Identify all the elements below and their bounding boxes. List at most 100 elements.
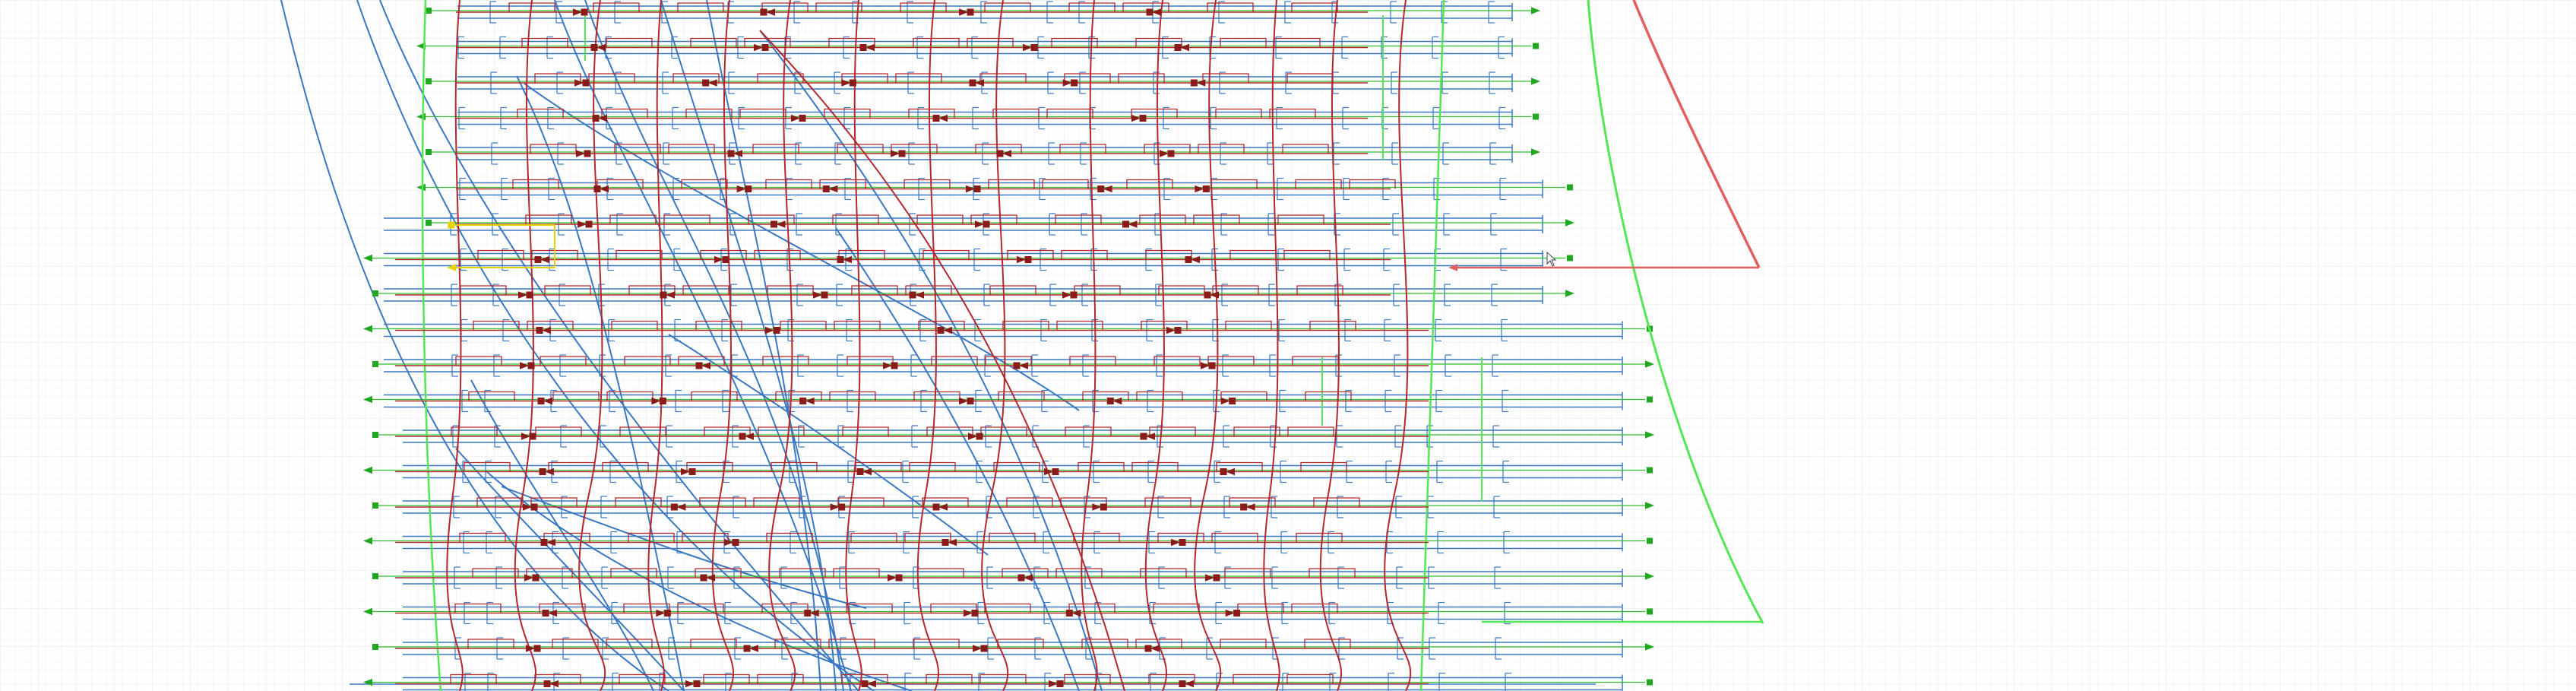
red-bracket (1296, 532, 1343, 543)
green-arrow-left (363, 678, 372, 686)
red-bracket (850, 532, 897, 543)
red-node-square (745, 185, 752, 192)
red-bracket (544, 285, 591, 295)
red-bracket (765, 179, 812, 189)
red-bracket (1002, 320, 1049, 331)
red-bracket (1309, 568, 1356, 578)
red-arrow-right (521, 433, 530, 440)
red-bracket (615, 497, 662, 507)
red-bracket (535, 426, 582, 436)
red-bracket (998, 391, 1045, 401)
red-bracket (918, 320, 965, 331)
red-node-square (838, 503, 846, 511)
red-arrow-left (1226, 468, 1235, 476)
red-node-square (1220, 468, 1227, 475)
red-bracket (682, 532, 729, 543)
red-bracket (926, 674, 973, 684)
red-node-square (1208, 362, 1216, 369)
red-bracket (454, 603, 502, 613)
red-node-square (1024, 256, 1032, 263)
green-arrow-left (363, 395, 372, 404)
red-arrow-right (524, 574, 533, 582)
red-bracket (1136, 391, 1183, 401)
red-node-square (670, 503, 678, 511)
red-bracket (1220, 391, 1267, 401)
red-bracket (1154, 356, 1201, 366)
red-node-square (693, 680, 701, 687)
red-node-square (526, 291, 533, 299)
red-bracket (985, 356, 1032, 366)
red-bracket (1349, 179, 1396, 189)
red-arrow-right (1220, 397, 1230, 405)
red-arrow-right (841, 79, 851, 87)
red-arrow-left (540, 255, 549, 264)
red-bracket (1277, 214, 1324, 224)
red-node-square (590, 44, 598, 51)
red-bracket (464, 461, 511, 472)
green-terminal-square (372, 573, 378, 579)
red-bracket (624, 356, 671, 366)
red-node-square (771, 220, 777, 228)
red-node-square (663, 610, 671, 617)
red-bracket (1055, 568, 1103, 578)
red-arrow-right (576, 150, 585, 157)
green-terminal-square (1647, 537, 1653, 544)
red-bracket (1140, 568, 1187, 578)
red-bracket (926, 426, 973, 436)
red-node-square (581, 8, 588, 16)
green-terminal-square (1647, 396, 1653, 403)
red-node-square (821, 291, 828, 299)
red-bus-curve (1263, 0, 1280, 691)
red-arrow-right (1195, 185, 1204, 193)
red-bracket (512, 179, 559, 189)
red-arrow-left (938, 503, 948, 511)
red-bracket (1065, 426, 1112, 436)
red-bracket (686, 461, 733, 472)
red-bracket (1046, 108, 1093, 119)
red-bracket (979, 674, 1027, 684)
red-bracket (597, 179, 644, 189)
red-node-square (837, 256, 844, 263)
red-bus-curve (981, 0, 1009, 691)
red-bracket (530, 144, 577, 154)
red-node-square (585, 220, 593, 228)
green-terminal-square (1533, 113, 1539, 120)
red-bracket (677, 603, 724, 613)
red-node-square (849, 79, 856, 87)
red-bracket (1069, 356, 1116, 366)
red-bracket (815, 2, 862, 12)
green-wire-layer (363, 0, 1764, 691)
red-arrow-right (1160, 150, 1169, 157)
green-terminal-square (372, 361, 378, 367)
red-bus-curve (768, 0, 796, 691)
red-arrow-left (1002, 150, 1011, 157)
red-bracket (989, 285, 1036, 295)
red-arrow-left (866, 43, 875, 52)
red-node-square (1174, 327, 1182, 334)
green-terminal-square (426, 149, 432, 155)
red-bracket (1313, 497, 1360, 507)
red-bracket (527, 320, 574, 331)
red-bracket (967, 37, 1014, 48)
red-node-square (1202, 185, 1210, 192)
red-bracket (988, 179, 1035, 189)
red-node-square (527, 362, 535, 369)
red-arrow-left (676, 503, 686, 511)
red-arrow-left (598, 114, 607, 122)
red-bracket (1220, 639, 1267, 648)
red-bus-curve (916, 0, 939, 691)
red-bracket (1131, 461, 1179, 472)
red-bracket (552, 639, 599, 648)
red-arrow-right (714, 255, 723, 264)
red-bracket (1074, 285, 1121, 295)
green-terminal-square (426, 8, 432, 14)
red-bracket (473, 320, 520, 331)
red-bracket (1224, 568, 1271, 578)
red-arc-wire (1632, 0, 1761, 268)
red-bracket (690, 639, 737, 648)
red-node-square (761, 44, 769, 51)
red-bracket (525, 214, 572, 224)
